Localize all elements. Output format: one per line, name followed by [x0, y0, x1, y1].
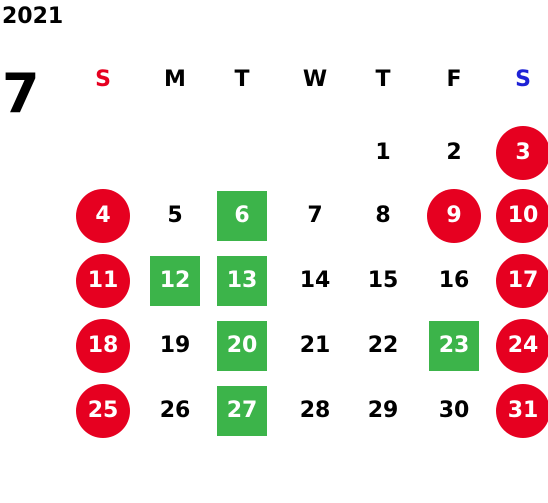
day-number: 17: [496, 253, 548, 308]
day-number: 15: [367, 268, 399, 293]
day-number: 28: [299, 398, 331, 423]
day-number: 6: [217, 190, 267, 241]
day-cell-24[interactable]: 24: [488, 313, 548, 378]
weekday-header-4: T: [375, 67, 391, 92]
day-cell-30[interactable]: 30: [419, 378, 489, 443]
day-cell-8[interactable]: 8: [348, 183, 418, 248]
day-cell-6[interactable]: 6: [207, 183, 277, 248]
day-number: 7: [307, 203, 323, 228]
weekday-header-1: M: [164, 67, 186, 92]
day-number: 25: [76, 383, 130, 438]
day-number: 18: [76, 318, 130, 373]
day-number: 21: [299, 333, 331, 358]
day-number: 31: [496, 383, 548, 438]
day-number: 16: [438, 268, 470, 293]
day-cell-7[interactable]: 7: [280, 183, 350, 248]
day-number: 11: [76, 253, 130, 308]
day-cell-2[interactable]: 2: [419, 120, 489, 185]
day-cell-14[interactable]: 14: [280, 248, 350, 313]
year-label: 2021: [2, 4, 64, 29]
weekday-header-0: S: [95, 67, 111, 92]
day-number: 8: [375, 203, 391, 228]
day-cell-27[interactable]: 27: [207, 378, 277, 443]
month-label: 7: [2, 62, 40, 125]
day-number: 30: [438, 398, 470, 423]
day-number: 20: [217, 320, 267, 371]
day-number: 13: [217, 255, 267, 306]
day-cell-31[interactable]: 31: [488, 378, 548, 443]
day-number: 1: [375, 140, 391, 165]
day-cell-12[interactable]: 12: [140, 248, 210, 313]
day-number: 29: [367, 398, 399, 423]
day-number: 3: [496, 125, 548, 180]
day-number: 22: [367, 333, 399, 358]
day-number: 27: [217, 385, 267, 436]
day-cell-4[interactable]: 4: [68, 183, 138, 248]
weekday-header-6: S: [515, 67, 531, 92]
day-cell-29[interactable]: 29: [348, 378, 418, 443]
day-cell-16[interactable]: 16: [419, 248, 489, 313]
day-cell-22[interactable]: 22: [348, 313, 418, 378]
day-number: 24: [496, 318, 548, 373]
day-number: 23: [429, 320, 479, 371]
day-cell-9[interactable]: 9: [419, 183, 489, 248]
weekday-header-3: W: [302, 67, 328, 92]
day-number: 9: [427, 188, 481, 243]
day-cell-13[interactable]: 13: [207, 248, 277, 313]
day-cell-1[interactable]: 1: [348, 120, 418, 185]
day-number: 26: [159, 398, 191, 423]
day-cell-28[interactable]: 28: [280, 378, 350, 443]
day-cell-23[interactable]: 23: [419, 313, 489, 378]
day-number: 12: [150, 255, 200, 306]
day-cell-3[interactable]: 3: [488, 120, 548, 185]
day-cell-5[interactable]: 5: [140, 183, 210, 248]
day-cell-17[interactable]: 17: [488, 248, 548, 313]
day-number: 4: [76, 188, 130, 243]
day-cell-20[interactable]: 20: [207, 313, 277, 378]
day-cell-15[interactable]: 15: [348, 248, 418, 313]
weekday-header-2: T: [234, 67, 250, 92]
day-cell-21[interactable]: 21: [280, 313, 350, 378]
day-cell-18[interactable]: 18: [68, 313, 138, 378]
day-number: 19: [159, 333, 191, 358]
day-number: 5: [167, 203, 183, 228]
day-cell-10[interactable]: 10: [488, 183, 548, 248]
day-cell-11[interactable]: 11: [68, 248, 138, 313]
day-cell-25[interactable]: 25: [68, 378, 138, 443]
day-number: 10: [496, 188, 548, 243]
day-cell-26[interactable]: 26: [140, 378, 210, 443]
day-cell-19[interactable]: 19: [140, 313, 210, 378]
day-number: 2: [446, 140, 462, 165]
weekday-header-5: F: [446, 67, 462, 92]
day-number: 14: [299, 268, 331, 293]
